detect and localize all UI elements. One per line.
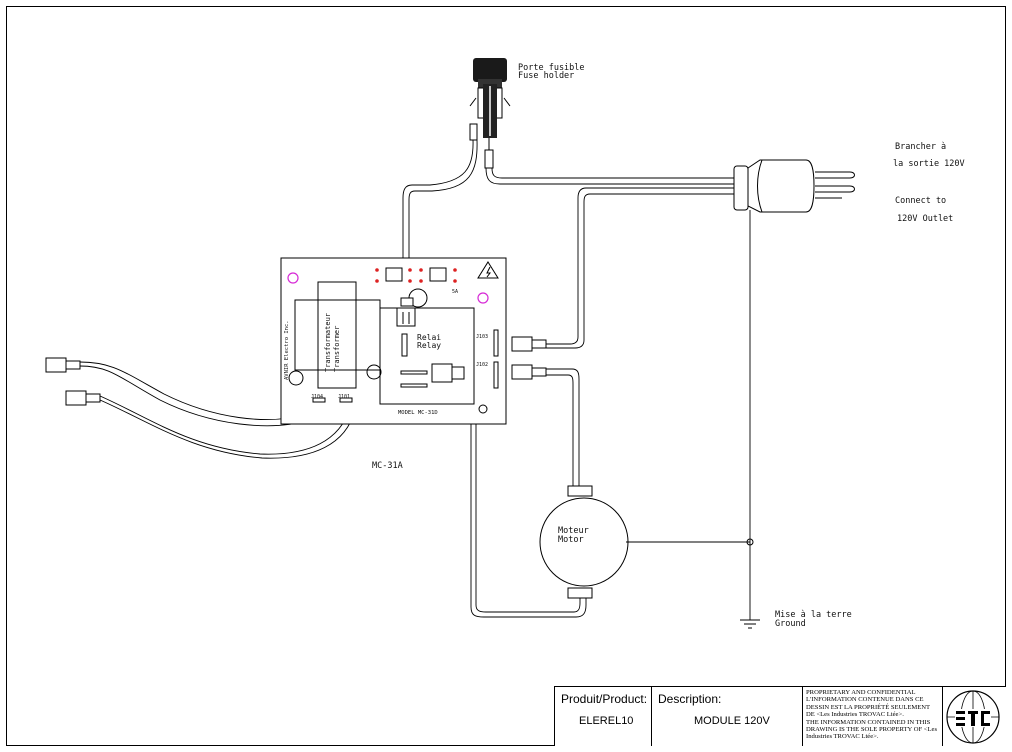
plug-label-en-line2: 120V Outlet: [897, 214, 953, 224]
fuse-holder-label-en: Fuse holder: [518, 71, 574, 81]
power-plug: [733, 159, 855, 213]
circuit-board: [280, 257, 507, 425]
relay-label-en: Relay: [417, 341, 441, 350]
transformer-label-en: Transformer: [333, 326, 341, 372]
proprietary-notice: PROPRIETARY AND CONFIDENTIAL L'INFORMATI…: [806, 689, 938, 741]
relay-label-fr: Relai: [417, 333, 441, 342]
description-heading: Description:: [658, 692, 722, 706]
spade-connectors: [45, 336, 547, 406]
plug-label-en-line1: Connect to: [895, 196, 946, 206]
ground-label-en: Ground: [775, 619, 806, 629]
ground-label-fr: Mise à la terre: [775, 610, 852, 620]
board-model-label: MODEL MC-31D: [398, 410, 438, 416]
plug-label-fr-line1: Brancher à: [895, 142, 946, 152]
plug-label-fr-line2: la sortie 120V: [893, 159, 965, 169]
ground-symbol: [740, 619, 760, 629]
product-value: ELEREL10: [579, 715, 634, 727]
relay-top-connector: [396, 297, 416, 327]
motor: [539, 485, 629, 599]
fuse-holder: [469, 58, 511, 169]
transformer-label-fr: Transformateur: [324, 313, 332, 372]
board-maker-label: AVNIR Electro Inc.: [284, 320, 290, 380]
relay-side-connector: [431, 363, 465, 383]
fuse-rating-label: 5A: [452, 289, 458, 295]
connector-j103-label: J103: [476, 334, 488, 340]
description-cell: Description: MODULE 120V: [652, 687, 803, 746]
company-logo-icon: [946, 690, 1000, 744]
fuse-holder-label-fr: Porte fusible: [518, 63, 585, 73]
title-block: Produit/Product: ELEREL10 Description: M…: [554, 686, 1006, 746]
logo-cell: [943, 687, 1006, 746]
product-heading: Produit/Product:: [561, 692, 648, 706]
connector-j101-label: J101: [338, 394, 350, 400]
sheet-border: [6, 6, 1006, 746]
product-cell: Produit/Product: ELEREL10: [555, 687, 652, 746]
description-value: MODULE 120V: [694, 715, 770, 727]
wires: [79, 139, 751, 620]
connector-j104-label: J104: [311, 394, 323, 400]
notice-cell: PROPRIETARY AND CONFIDENTIAL L'INFORMATI…: [803, 687, 943, 746]
motor-label-fr: Moteur: [558, 526, 589, 536]
connector-j102-label: J102: [476, 362, 488, 368]
motor-label-en: Motor: [558, 535, 584, 545]
board-name-label: MC-31A: [372, 461, 403, 471]
